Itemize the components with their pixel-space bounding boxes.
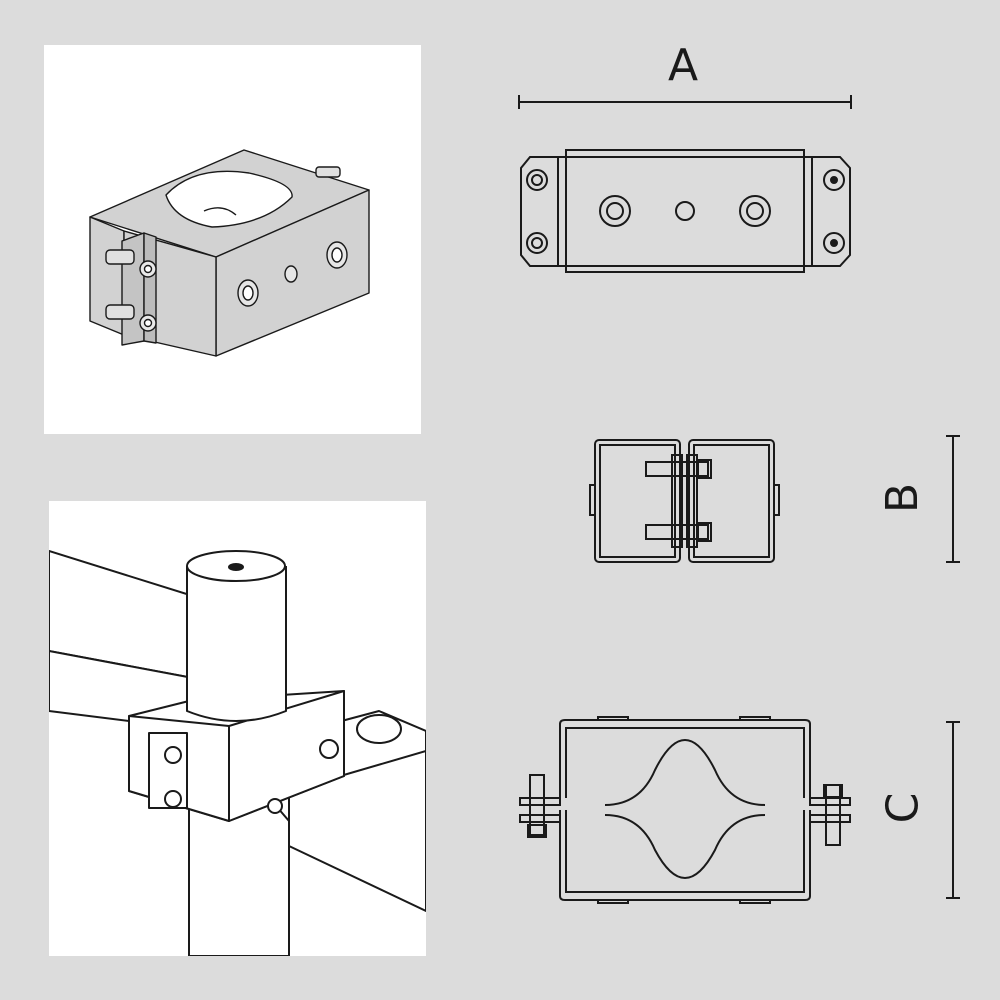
installed-clamp-icon [49,550,426,956]
side-view-drawing [580,425,980,575]
dimension-label-c: C [877,792,929,824]
installation-view-panel [49,501,426,956]
side-view-clamp-icon [589,435,960,563]
top-view-drawing [500,90,870,290]
front-view-clamp-icon [519,716,960,904]
top-view-clamp-icon [518,95,852,273]
dimension-label-a: A [668,40,699,91]
isometric-clamp-icon [89,149,370,357]
front-view-drawing [510,710,980,910]
dimension-label-b: B [877,482,929,514]
isometric-view-panel [44,45,421,434]
